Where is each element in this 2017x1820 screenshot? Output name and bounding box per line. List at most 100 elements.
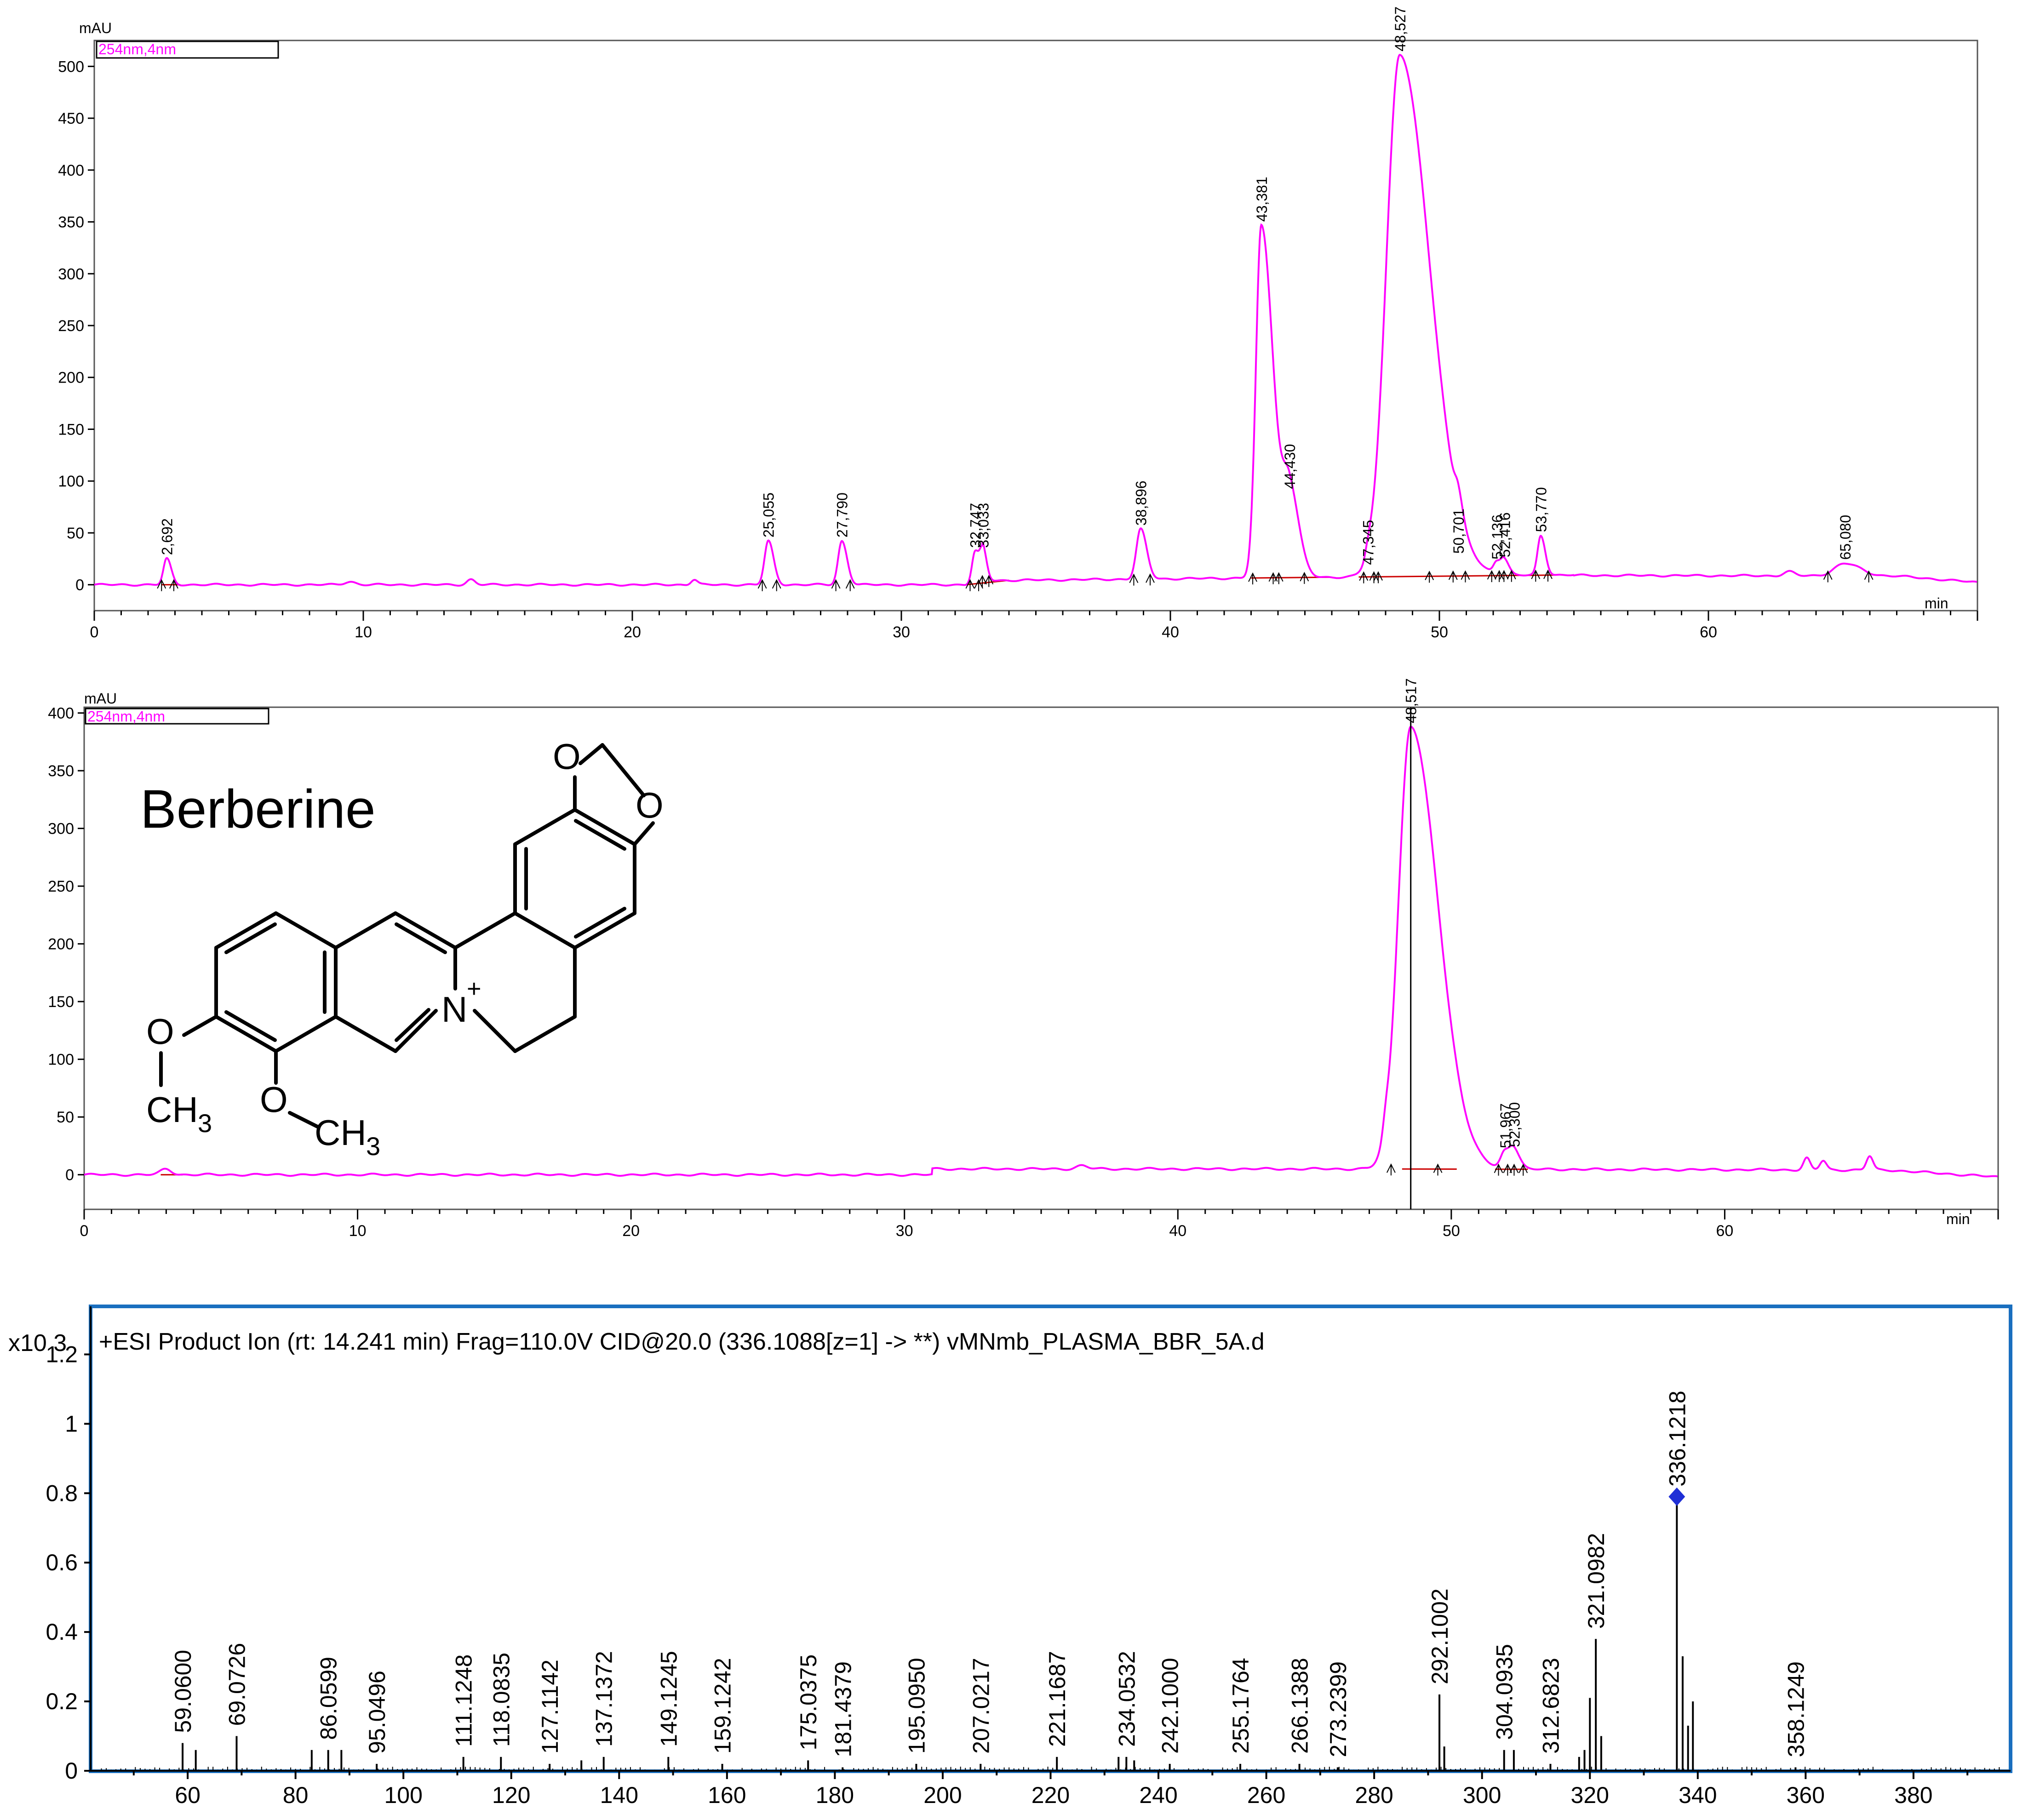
c1-peak-label: 47,345 [1360,520,1377,565]
c1-peak-mark [1369,571,1379,584]
c1-peak-mark [1274,572,1284,584]
c1-peak-mark [1374,571,1383,584]
c1-peak-mark [1507,570,1516,582]
c2-y-tick-label: 150 [48,993,74,1011]
c1-peak-mark [1448,570,1458,583]
svg-text:+: + [467,975,481,1002]
ms-y-tick-label: 1.2 [46,1341,78,1367]
ms-peak-label: 321.0982 [1583,1533,1609,1629]
c2-y-unit: mAU [84,690,117,707]
ms-y-tick-label: 1 [65,1411,78,1437]
c1-peak-label: 52,136 [1489,515,1506,560]
c1-integration-baseline [161,574,1555,586]
c2-peak-marks [1386,1163,1528,1176]
ms-x-tick-label: 120 [492,1782,530,1808]
c2-peak-label: 48,517 [1403,678,1420,723]
c1-peak-mark [169,579,178,591]
svg-text:O: O [146,1011,174,1052]
svg-text:O: O [260,1079,288,1120]
c1-y-tick-label: 450 [58,110,84,127]
ms-peak-label: 234.0532 [1114,1651,1140,1747]
c1-y-tick-label: 200 [58,369,84,387]
c1-peak-mark [1425,571,1434,583]
c1-y-tick-label: 350 [58,214,84,231]
ms-peak-label: 242.1000 [1157,1658,1183,1754]
svg-text:O: O [636,785,664,825]
c1-x-tick-label: 20 [624,624,641,641]
c1-peak-label: 53,770 [1533,487,1550,532]
c1-peak-mark [1461,570,1470,583]
svg-text:CH: CH [146,1089,198,1130]
berberine-title: Berberine [140,779,376,840]
ms-peak-label: 118.0835 [488,1653,514,1747]
berberine-atom-labels: N + O O O O CH 3 CH 3 [146,736,664,1161]
c1-x-unit: min [1925,595,1948,612]
ms-peak-label: 159.1242 [710,1658,736,1754]
c1-peak-mark [772,579,781,591]
ms-x-tick-label: 240 [1139,1782,1177,1808]
c2-legend-label: 254nm,4nm [87,708,165,725]
c2-legend-box [85,708,269,725]
c2-y-tick-label: 50 [57,1109,74,1126]
c2-peak-label: 52,300 [1507,1102,1523,1147]
c1-peak-mark [1499,570,1509,582]
ms-peak-label: 358.1249 [1783,1661,1809,1757]
c1-peak-label: 33,033 [975,503,991,548]
precursor-diamond-marker [1668,1487,1685,1506]
c1-peak-mark [1359,571,1369,584]
ms-x-tick-label: 60 [175,1782,201,1808]
ms-y-tick-label: 0.8 [46,1480,78,1506]
ms-x-tick-label: 340 [1679,1782,1717,1808]
c2-peak-label: 51,967 [1497,1103,1514,1148]
c2-peak-mark [1494,1163,1503,1176]
ms-peak-label: 273.2399 [1325,1661,1351,1757]
c1-peak-marks [157,569,1874,591]
c1-y-tick-label: 300 [58,265,84,283]
c1-y-tick-label: 100 [58,473,84,490]
c2-y-tick-label: 300 [48,820,74,838]
ms-x-tick-label: 320 [1571,1782,1609,1808]
ms-peak-label: 207.0217 [968,1658,994,1754]
ms-peak-label: 312.6823 [1538,1658,1564,1754]
ms-peak-sticks [182,1496,1797,1771]
c2-y-tick-label: 250 [48,878,74,895]
ms-peak-label: 86.0599 [316,1657,342,1740]
c2-x-tick-label: 0 [80,1222,89,1240]
ms-y-axis: 00.20.40.60.811.2 [46,1341,91,1784]
c1-y-tick-label: 400 [58,162,84,179]
c2-x-tick-label: 50 [1443,1222,1460,1240]
ms-peak-label: 95.0496 [364,1671,390,1754]
c1-peak-label: 38,896 [1133,481,1149,526]
c1-y-tick-label: 250 [58,317,84,335]
ms-peak-label: 127.1142 [537,1660,563,1754]
c2-peak-mark [1518,1163,1528,1176]
svg-text:3: 3 [198,1109,212,1138]
ms-peak-label: 175.0375 [796,1654,821,1751]
ms-x-tick-label: 100 [384,1782,422,1808]
c1-peak-mark [1543,569,1553,582]
ms-x-tick-label: 180 [816,1782,854,1808]
c1-peak-label: 65,080 [1837,515,1854,560]
c1-peak-mark [965,579,975,591]
c2-x-tick-label: 30 [896,1222,913,1240]
c1-x-tick-label: 30 [893,624,910,641]
c2-y-tick-label: 400 [48,705,74,722]
ms-y-tick-label: 0.6 [46,1550,78,1575]
ms-peak-label: 336.1218 [1664,1391,1690,1487]
ms-peak-label: 181.4379 [830,1661,856,1757]
c2-trace-line [84,726,1998,1178]
c1-peak-label: 2,692 [159,518,175,555]
ms-peak-label: 266.1388 [1287,1658,1313,1754]
c1-peak-mark [1300,572,1309,584]
c1-peak-mark [1864,570,1874,583]
ms-x-tick-label: 220 [1031,1782,1070,1808]
ms-peak-label: 221.1687 [1044,1651,1070,1747]
c2-peak-mark [1509,1163,1519,1176]
c1-peak-label: 50,701 [1450,509,1467,554]
c1-peak-mark [1495,570,1504,582]
ms-x-tick-label: 160 [708,1782,746,1808]
